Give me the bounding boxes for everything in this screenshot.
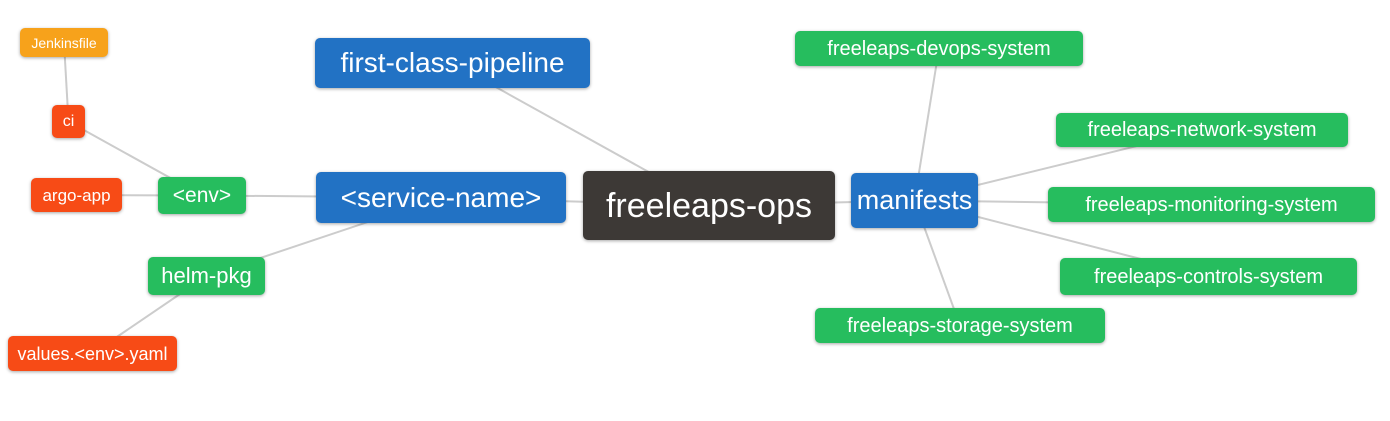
node-monitoring-system[interactable]: freeleaps-monitoring-system [1048,187,1375,222]
node-network-system[interactable]: freeleaps-network-system [1056,113,1348,147]
node-freeleaps-ops[interactable]: freeleaps-ops [583,171,835,240]
node-ci[interactable]: ci [52,105,85,138]
node-helm-pkg[interactable]: helm-pkg [148,257,265,295]
node-manifests[interactable]: manifests [851,173,978,228]
node-storage-system[interactable]: freeleaps-storage-system [815,308,1105,343]
node-devops-system[interactable]: freeleaps-devops-system [795,31,1083,66]
node-argo-app[interactable]: argo-app [31,178,122,212]
node-values-env-yaml[interactable]: values.<env>.yaml [8,336,177,371]
node-service-name[interactable]: <service-name> [316,172,566,223]
node-env[interactable]: <env> [158,177,246,214]
node-controls-system[interactable]: freeleaps-controls-system [1060,258,1357,295]
node-first-class-pipeline[interactable]: first-class-pipeline [315,38,590,88]
node-jenkinsfile[interactable]: Jenkinsfile [20,28,108,57]
